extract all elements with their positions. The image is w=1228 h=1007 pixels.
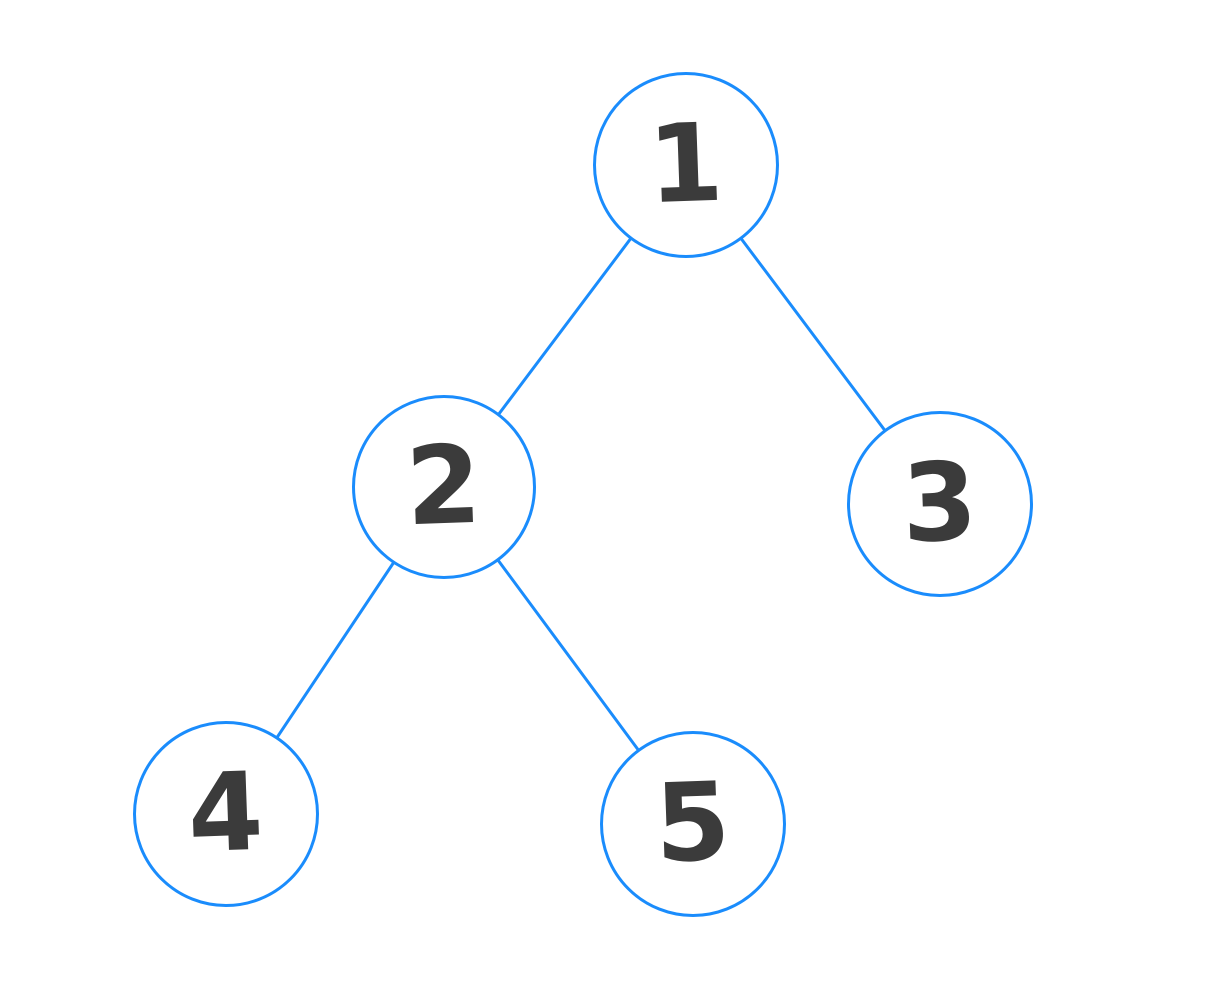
tree-node-3: 3: [847, 411, 1033, 597]
tree-node-1: 1: [593, 72, 779, 258]
tree-node-2: 2: [352, 395, 536, 579]
tree-node-5: 5: [600, 731, 786, 917]
node-label: 1: [646, 100, 726, 229]
node-label: 3: [900, 439, 980, 568]
node-label: 4: [186, 749, 266, 878]
tree-node-4: 4: [133, 721, 319, 907]
node-label: 5: [653, 759, 733, 888]
node-label: 2: [404, 422, 484, 551]
